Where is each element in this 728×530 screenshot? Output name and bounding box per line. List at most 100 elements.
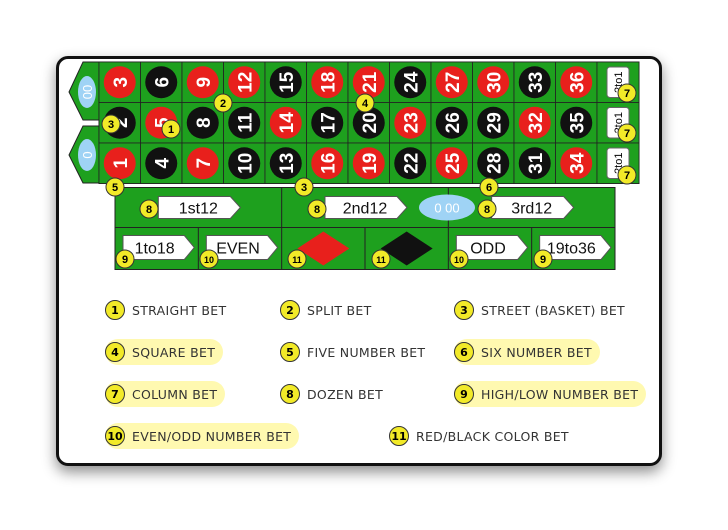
number-disc-35: [560, 106, 593, 139]
number-label-3: 3: [111, 77, 132, 88]
legend-item-2: 2 SPLIT BET: [280, 297, 372, 323]
outside-label-1: EVEN: [216, 241, 260, 258]
legend-text: STRAIGHT BET: [132, 302, 227, 318]
number-label-35: 35: [567, 112, 588, 134]
number-label-7: 7: [194, 158, 215, 169]
number-label-31: 31: [526, 152, 547, 174]
legend-item-10: 10 EVEN/ODD NUMBER BET: [105, 423, 300, 449]
number-disc-8: [186, 106, 219, 139]
marker-label-5: 5: [112, 182, 118, 194]
legend-item-6: 6 SIX NUMBER BET: [454, 339, 600, 365]
marker-label-8: 8: [314, 204, 320, 216]
zero-label-0: 0: [80, 151, 95, 158]
marker-7: [617, 165, 637, 185]
legend-number: 8: [280, 384, 300, 404]
marker-label-1: 1: [168, 124, 174, 136]
marker-label-6: 6: [486, 182, 492, 194]
legend-text: FIVE NUMBER BET: [307, 344, 426, 360]
number-disc-33: [518, 66, 551, 99]
number-label-6: 6: [152, 77, 173, 88]
number-disc-11: [228, 106, 261, 139]
number-disc-9: [186, 66, 219, 99]
number-disc-17: [311, 106, 344, 139]
legend-text: SQUARE BET: [132, 344, 216, 360]
marker-7: [617, 83, 637, 103]
marker-label-10: 10: [204, 255, 214, 265]
number-disc-28: [477, 147, 510, 180]
marker-label-11: 11: [292, 255, 302, 265]
legend-item-11: 11 RED/BLACK COLOR BET: [389, 423, 569, 449]
zero-oval-0: [78, 139, 96, 171]
marker-11: [371, 249, 391, 269]
marker-label-9: 9: [122, 254, 128, 266]
number-disc-15: [269, 66, 302, 99]
marker-label-8: 8: [146, 204, 152, 216]
zero-label-00: 00: [80, 85, 95, 99]
number-label-36: 36: [567, 72, 588, 93]
number-disc-20: [352, 106, 385, 139]
legend-item-9: 9 HIGH/LOW NUMBER BET: [454, 381, 647, 407]
outside-label-5: 19to36: [547, 241, 596, 258]
number-disc-18: [311, 66, 344, 99]
marker-10: [449, 249, 469, 269]
marker-7: [617, 123, 637, 143]
number-disc-13: [269, 147, 302, 180]
black-diamond: [380, 231, 433, 266]
marker-label-8: 8: [484, 204, 490, 216]
number-label-27: 27: [443, 72, 464, 93]
marker-label-4: 4: [362, 98, 369, 110]
legend-text: EVEN/ODD NUMBER BET: [132, 428, 292, 444]
marker-8: [477, 199, 497, 219]
number-disc-32: [518, 106, 551, 139]
number-label-26: 26: [443, 112, 464, 133]
number-label-19: 19: [360, 153, 381, 174]
legend-item-4: 4 SQUARE BET: [105, 339, 224, 365]
number-disc-19: [352, 147, 385, 180]
dozen-label-2: 2nd12: [343, 201, 388, 218]
marker-11: [287, 249, 307, 269]
number-label-12: 12: [235, 72, 256, 93]
marker-label-3: 3: [108, 119, 114, 131]
marker-label-11: 11: [376, 255, 386, 265]
number-label-8: 8: [194, 117, 215, 128]
marker-3: [101, 114, 121, 134]
number-label-13: 13: [277, 153, 298, 174]
number-disc-22: [394, 147, 427, 180]
marker-label-7: 7: [624, 170, 630, 182]
number-disc-27: [435, 66, 468, 99]
number-disc-6: [145, 66, 178, 99]
marker-1: [161, 119, 181, 139]
marker-label-2: 2: [220, 98, 226, 110]
legend: 1 STRAIGHT BET 2 SPLIT BET 3 STREET (BAS…: [59, 59, 659, 463]
number-label-33: 33: [526, 72, 547, 93]
number-label-11: 11: [235, 112, 256, 133]
marker-3: [294, 177, 314, 197]
marker-2: [213, 93, 233, 113]
number-disc-26: [435, 106, 468, 139]
number-label-14: 14: [277, 112, 298, 134]
number-label-15: 15: [277, 71, 298, 93]
legend-item-7: 7 COLUMN BET: [105, 381, 226, 407]
number-disc-23: [394, 106, 427, 139]
number-disc-7: [186, 147, 219, 180]
dozen-tag-2: [324, 196, 408, 219]
legend-number: 11: [389, 426, 409, 446]
dozen-tag-1: [157, 196, 242, 219]
dozen-label-3: 3rd12: [511, 201, 552, 218]
marker-label-10: 10: [454, 255, 464, 265]
marker-label-9: 9: [540, 254, 546, 266]
legend-text: RED/BLACK COLOR BET: [416, 428, 569, 444]
legend-text: HIGH/LOW NUMBER BET: [481, 386, 639, 402]
legend-number: 5: [280, 342, 300, 362]
red-diamond: [297, 231, 350, 266]
chip-0-00-label: 0 00: [434, 201, 459, 216]
legend-number: 7: [105, 384, 125, 404]
dozen-label-1: 1st12: [179, 201, 218, 218]
number-disc-12: [228, 66, 261, 99]
number-label-9: 9: [194, 77, 215, 88]
number-label-23: 23: [401, 112, 422, 133]
number-label-28: 28: [484, 153, 505, 174]
marker-5: [105, 177, 125, 197]
number-label-5: 5: [152, 117, 173, 128]
